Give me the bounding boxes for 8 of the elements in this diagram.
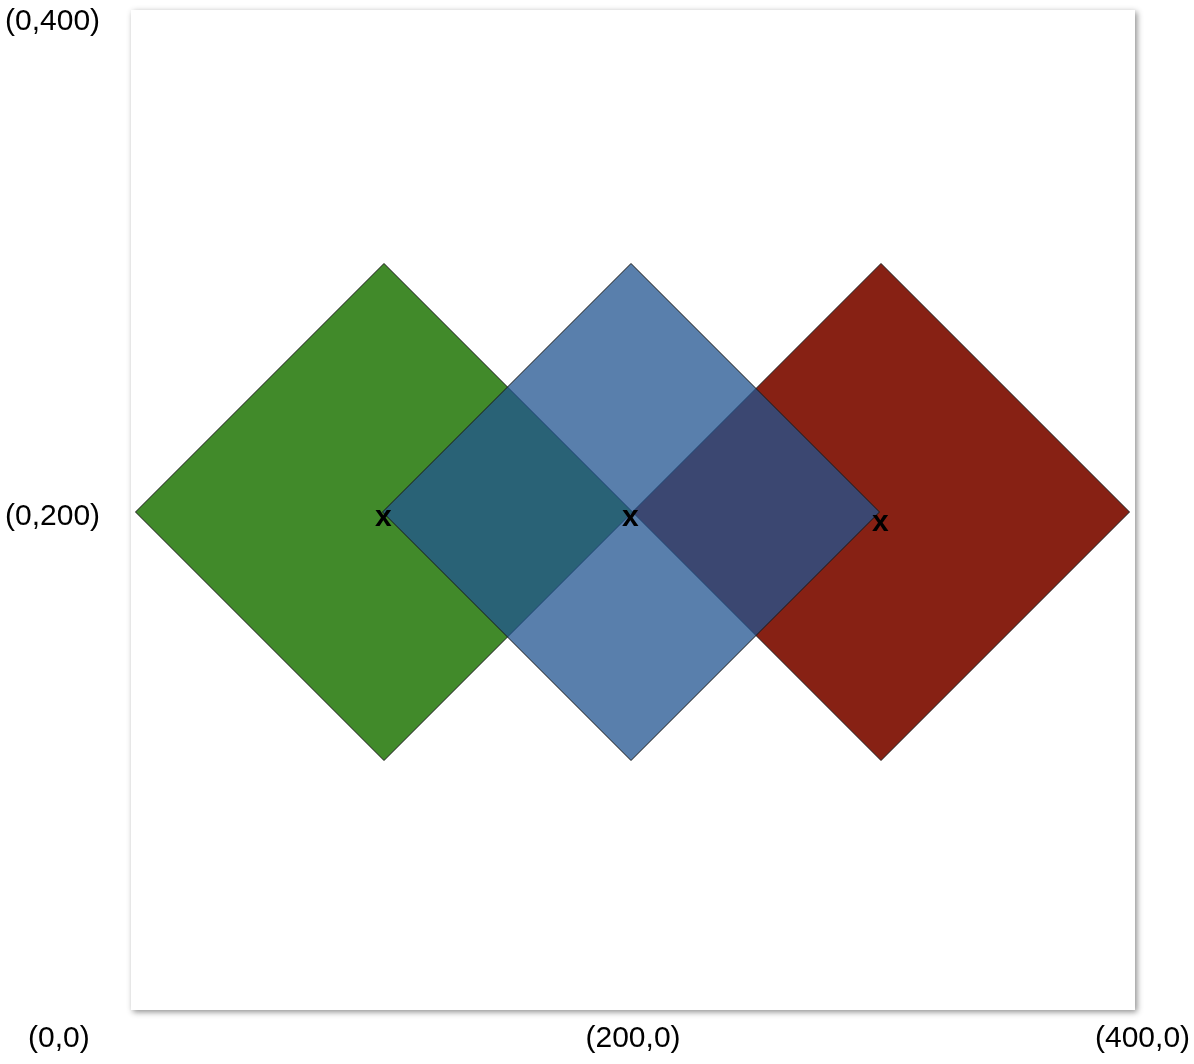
center-mark: x [622,501,639,531]
coordinate-label: (0,400) [5,3,101,37]
coordinate-label: (0,200) [5,498,101,532]
coordinate-label: (400,0) [1095,1020,1191,1054]
coordinate-label: (0,0) [28,1020,90,1054]
center-mark: x [872,506,889,536]
center-mark: x [375,501,392,531]
coordinate-label: (200,0) [585,1020,681,1054]
